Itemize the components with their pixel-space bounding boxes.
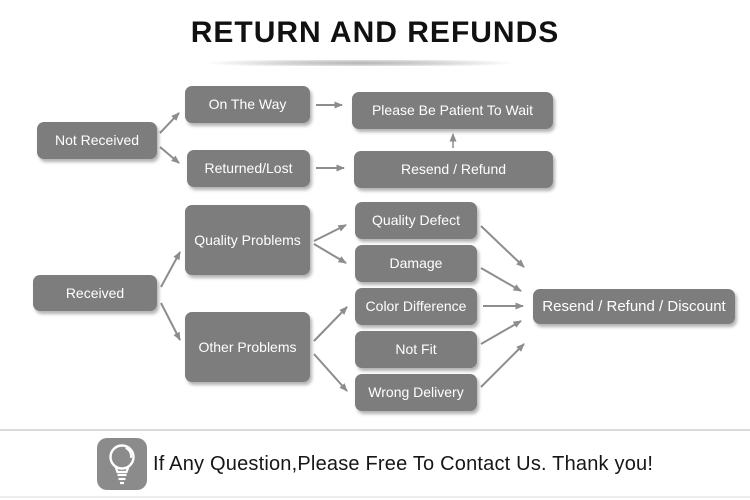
- light-bulb-icon: [109, 444, 135, 485]
- node-wrong-delivery: Wrong Delivery: [355, 374, 477, 411]
- arrow-damage-to-discount: [480, 267, 522, 292]
- arrow-received-to-other-problems: [160, 302, 181, 341]
- arrow-quality-problems-to-damage: [313, 243, 347, 264]
- node-color-difference: Color Difference: [355, 288, 477, 325]
- node-received: Received: [33, 275, 157, 311]
- node-please-be-patient-to-wait: Please Be Patient To Wait: [352, 92, 553, 129]
- arrow-received-to-quality-problems: [160, 251, 181, 288]
- page-title: RETURN AND REFUNDS: [190, 16, 560, 49]
- node-resend-refund: Resend / Refund: [354, 151, 553, 188]
- node-damage: Damage: [355, 245, 477, 282]
- arrow-other-problems-to-color-difference: [313, 306, 348, 342]
- arrow-not-received-to-returned-lost: [159, 146, 180, 164]
- node-on-the-way: On The Way: [185, 86, 310, 123]
- footer-message: If Any Question,Please Free To Contact U…: [153, 452, 654, 475]
- arrow-other-problems-to-wrong-delivery: [313, 353, 348, 392]
- footer-bottom-line: [0, 496, 750, 498]
- footer-top-divider: [0, 429, 750, 431]
- node-returned-lost: Returned/Lost: [187, 150, 310, 187]
- arrow-quality-problems-to-quality-defect: [313, 224, 347, 242]
- node-resend-refund-discount: Resend / Refund / Discount: [533, 289, 735, 324]
- arrow-not-fit-to-discount: [480, 320, 522, 345]
- node-quality-problems: Quality Problems: [185, 205, 310, 275]
- arrow-wrong-delivery-to-discount: [480, 343, 525, 388]
- light-bulb-badge: [97, 438, 147, 490]
- node-other-problems: Other Problems: [185, 312, 310, 382]
- arrow-not-received-to-on-the-way: [159, 112, 180, 134]
- node-not-fit: Not Fit: [355, 331, 477, 368]
- arrow-quality-defect-to-discount: [480, 225, 525, 268]
- title-underline: [152, 60, 568, 66]
- node-not-received: Not Received: [37, 122, 157, 159]
- node-quality-defect: Quality Defect: [355, 202, 477, 239]
